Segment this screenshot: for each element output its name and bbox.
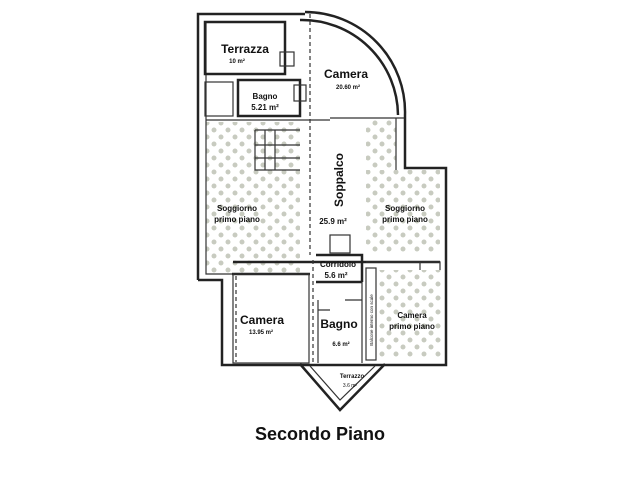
camera-bottom-area: 13.95 m² [249, 329, 273, 336]
terrazzo-balcony [299, 363, 386, 412]
soggiorno-right-area [366, 170, 440, 252]
terrazza-label: Terrazza [221, 42, 269, 56]
soggiorno-left-label-2: primo piano [214, 215, 260, 224]
camera-top-label: Camera [324, 67, 368, 81]
bagno-bottom-label: Bagno [320, 317, 357, 331]
corridoio-label: Corridoio [320, 260, 356, 269]
terrazza-area: 10 m² [229, 58, 245, 65]
soggiorno-right-upper-area [366, 118, 396, 168]
bagno-bottom-area: 6.6 m² [332, 341, 349, 348]
terrazzo-label: Terrazzo [340, 374, 365, 380]
soppalco-label: Soppalco [332, 153, 346, 207]
interior-walls [203, 14, 441, 364]
soggiorno-right-label-2: primo piano [382, 215, 428, 224]
camera-primo-label-2: primo piano [389, 322, 435, 331]
bagno-top-area: 5.21 m² [251, 103, 279, 112]
camera-primo-area [378, 270, 442, 358]
soggiorno-left-label-1: Soggiorno [217, 204, 257, 213]
bagno-top-label: Bagno [253, 92, 278, 101]
soggiorno-right-label-1: Soggiorno [385, 204, 425, 213]
balcone-label: Balcone interno con scale [369, 294, 374, 346]
terrazzo-area: 3.6 m² [343, 383, 358, 389]
corridoio-area: 5.6 m² [324, 271, 347, 280]
camera-primo-label-1: Camera [397, 311, 427, 320]
terrazzo-inner-line [309, 365, 376, 401]
soppalco-area: 25.9 m² [319, 217, 347, 226]
soggiorno-left-area [206, 122, 300, 274]
camera-top-area: 20.60 m² [336, 84, 360, 91]
floor-title: Secondo Piano [254, 424, 386, 444]
camera-bottom-label: Camera [240, 313, 284, 327]
